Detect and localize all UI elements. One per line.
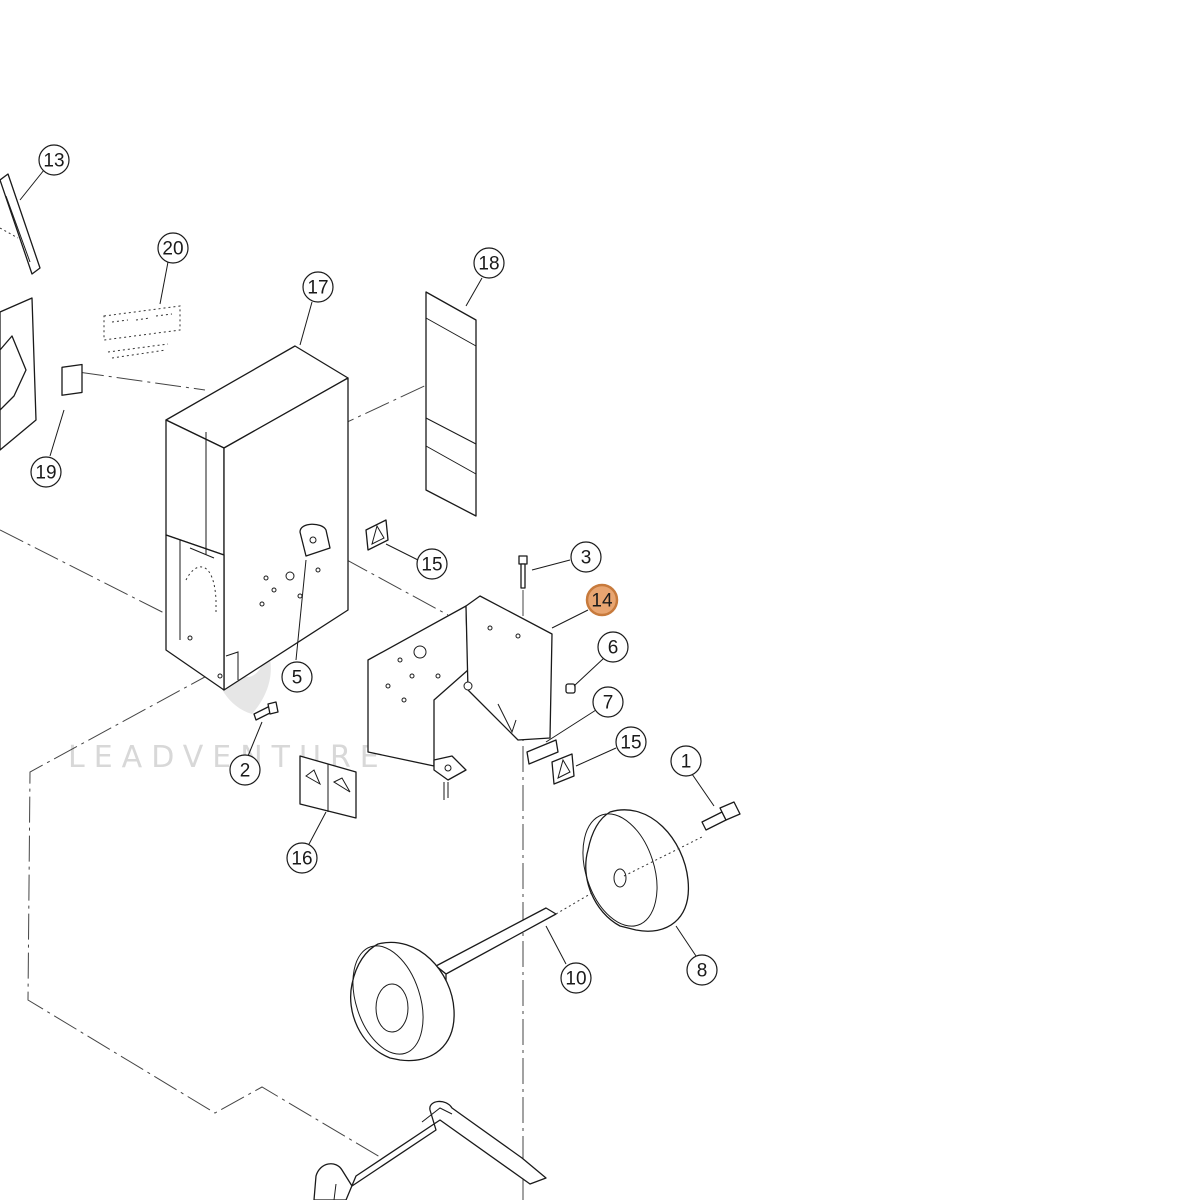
part-19-label xyxy=(61,363,83,396)
callout-6[interactable]: 6 xyxy=(597,631,629,663)
part-8-wheel-right xyxy=(582,809,705,932)
callout-label: 8 xyxy=(697,961,708,982)
callout-1[interactable]: 1 xyxy=(670,745,702,777)
callout-label: 15 xyxy=(620,733,641,754)
callout-label: 6 xyxy=(608,638,619,659)
callout-10[interactable]: 10 xyxy=(560,962,592,994)
part-13-bracket xyxy=(0,173,41,275)
callout-label: 13 xyxy=(43,151,64,172)
callout-label: 5 xyxy=(292,668,303,689)
part-14-frame xyxy=(367,595,553,800)
callout-16[interactable]: 16 xyxy=(286,842,318,874)
callout-label: 16 xyxy=(291,849,312,870)
part-1-axle-bolt xyxy=(701,801,741,831)
callout-label: 20 xyxy=(162,239,183,260)
callout-15[interactable]: 15 xyxy=(615,726,647,758)
part-2-bolt xyxy=(253,701,279,721)
part-20-decal xyxy=(103,305,181,359)
callout-13[interactable]: 13 xyxy=(38,144,70,176)
callouts: 1 2 3 5 6 7 8 10 13 14 15 15 16 17 18 19 20 xyxy=(30,144,718,994)
callout-circle xyxy=(592,686,624,718)
callout-label: 18 xyxy=(478,254,499,275)
callout-circle xyxy=(416,548,448,580)
callout-circle xyxy=(281,661,313,693)
callout-circle xyxy=(473,247,505,279)
callout-label: 1 xyxy=(681,752,692,773)
leader-lines xyxy=(19,169,715,965)
part-18-panel xyxy=(425,291,477,517)
callout-5[interactable]: 5 xyxy=(281,661,313,693)
callout-circle xyxy=(670,745,702,777)
callout-circle xyxy=(229,754,261,786)
callout-14-highlighted[interactable]: 14 xyxy=(585,583,619,617)
callout-label: 10 xyxy=(565,969,586,990)
callout-label: 19 xyxy=(35,463,56,484)
part-15-warning-decal-lower xyxy=(551,753,575,785)
part-7-label xyxy=(526,739,559,765)
callout-circle xyxy=(30,456,62,488)
callout-circle xyxy=(560,962,592,994)
side-panel xyxy=(0,297,37,451)
callout-label: 15 xyxy=(421,555,442,576)
callout-15[interactable]: 15 xyxy=(416,548,448,580)
callout-circle xyxy=(570,541,602,573)
callout-8[interactable]: 8 xyxy=(686,954,718,986)
callout-circle xyxy=(585,583,619,617)
bottom-frame xyxy=(313,1100,547,1200)
part-16-warning-label xyxy=(299,755,357,819)
callout-20[interactable]: 20 xyxy=(157,232,189,264)
callout-17[interactable]: 17 xyxy=(302,271,334,303)
callout-circle xyxy=(157,232,189,264)
callout-2[interactable]: 2 xyxy=(229,754,261,786)
callout-circle xyxy=(286,842,318,874)
callout-circle xyxy=(597,631,629,663)
callout-circle xyxy=(38,144,70,176)
callout-7[interactable]: 7 xyxy=(592,686,624,718)
callout-3[interactable]: 3 xyxy=(570,541,602,573)
callout-18[interactable]: 18 xyxy=(473,247,505,279)
callout-label: 3 xyxy=(581,548,592,569)
callout-circle xyxy=(686,954,718,986)
callout-label: 14 xyxy=(591,591,613,612)
part-17-housing xyxy=(165,345,349,691)
part-15-warning-decal-upper xyxy=(365,519,389,551)
callout-label: 2 xyxy=(240,761,251,782)
part-8-wheel-left xyxy=(350,941,455,1062)
callout-circle xyxy=(302,271,334,303)
callout-label: 17 xyxy=(307,278,328,299)
callout-label: 7 xyxy=(603,693,614,714)
part-6-nut xyxy=(565,683,576,694)
callout-19[interactable]: 19 xyxy=(30,456,62,488)
part-3-bolt xyxy=(518,555,528,589)
callout-circle xyxy=(615,726,647,758)
